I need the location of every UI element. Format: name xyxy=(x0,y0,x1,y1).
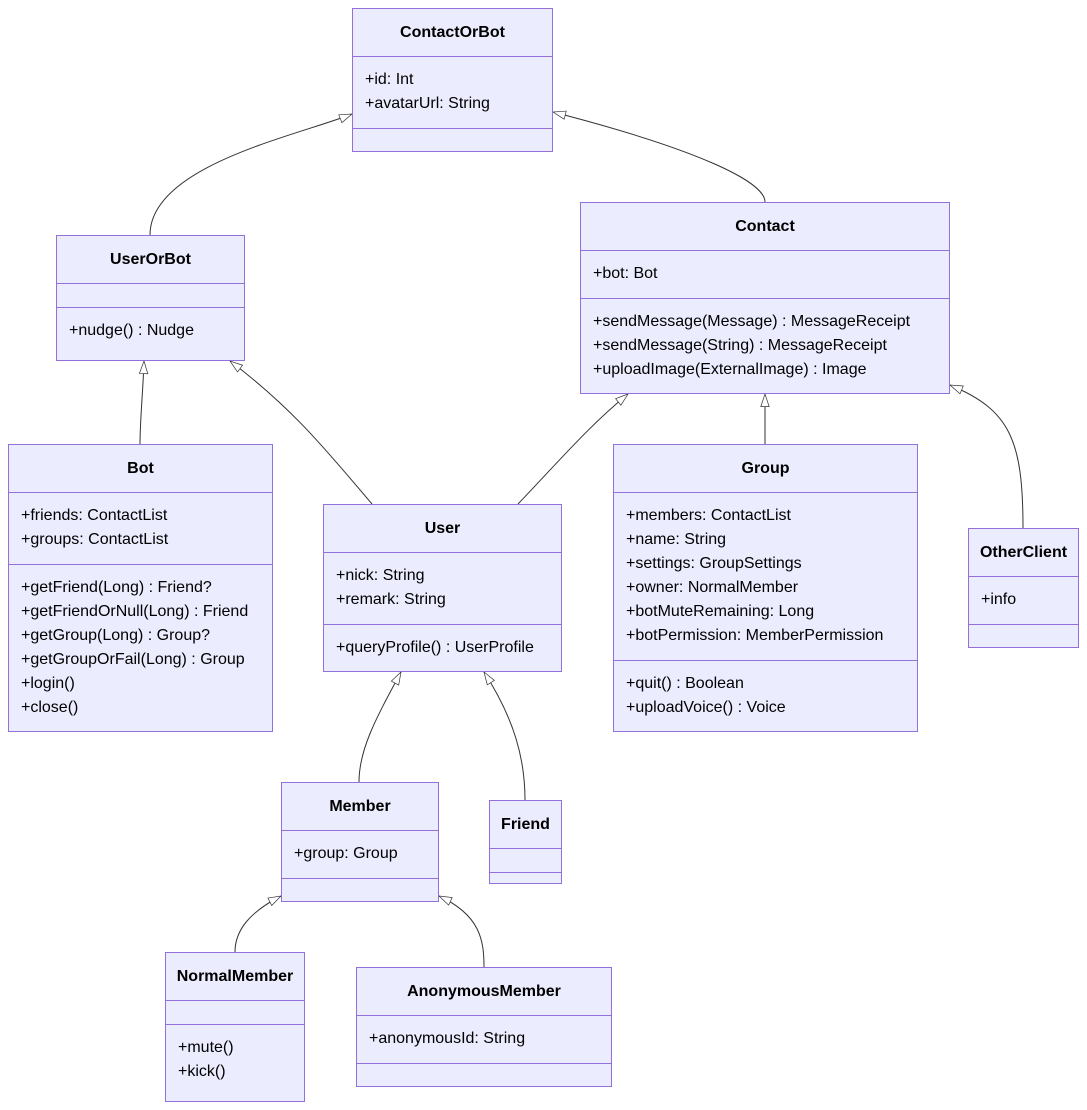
attribute: +nick: String xyxy=(336,567,425,584)
class-name: Group xyxy=(614,445,917,493)
method: +uploadVoice() : Voice xyxy=(626,699,786,716)
class-box-friend: Friend xyxy=(489,800,562,884)
attributes-section: +anonymousId: String xyxy=(357,1016,611,1064)
class-name: NormalMember xyxy=(166,953,304,1001)
inheritance-edge-user-to-user-or-bot xyxy=(229,360,373,505)
class-name: UserOrBot xyxy=(57,236,244,284)
attribute: +id: Int xyxy=(365,71,414,88)
methods-section: +mute() +kick() xyxy=(166,1025,304,1101)
methods-section xyxy=(353,129,552,151)
class-name: Contact xyxy=(581,203,949,251)
inheritance-edge-normal-member-to-member xyxy=(234,895,282,953)
method: +getGroupOrFail(Long) : Group xyxy=(21,651,245,668)
attributes-section: +nick: String +remark: String xyxy=(324,553,561,625)
class-name: Bot xyxy=(9,445,272,493)
inheritance-edge-friend-to-user xyxy=(483,671,526,801)
class-name: AnonymousMember xyxy=(357,968,611,1016)
method: +login() xyxy=(21,675,75,692)
inheritance-edge-user-to-contact xyxy=(517,393,629,505)
method: +sendMessage(String) : MessageReceipt xyxy=(593,337,887,354)
methods-section: +sendMessage(Message) : MessageReceipt +s… xyxy=(581,299,949,394)
attribute: +settings: GroupSettings xyxy=(626,555,802,572)
attributes-section xyxy=(57,284,244,308)
inheritance-edge-user-or-bot-to-contact-or-bot xyxy=(149,113,354,236)
class-box-user: User +nick: String +remark: String +queryPr… xyxy=(323,504,562,672)
attribute: +info xyxy=(981,591,1017,608)
class-box-other-client: OtherClient +info xyxy=(968,528,1079,648)
attribute: +anonymousId: String xyxy=(369,1030,526,1047)
class-box-contact: Contact +bot: Bot +sendMessage(Message) : … xyxy=(580,202,950,394)
inheritance-edge-anonymous-member-to-member xyxy=(437,895,485,968)
method: +nudge() : Nudge xyxy=(69,322,194,339)
class-name: User xyxy=(324,505,561,553)
attributes-section: +info xyxy=(969,577,1078,625)
attribute: +groups: ContactList xyxy=(21,531,169,548)
attributes-section: +bot: Bot xyxy=(581,251,949,299)
attribute: +botPermission: MemberPermission xyxy=(626,627,884,644)
inheritance-edge-bot-to-user-or-bot xyxy=(138,359,149,445)
attribute: +bot: Bot xyxy=(593,265,658,282)
method: +uploadImage(ExternalImage) : Image xyxy=(593,361,867,378)
attribute: +remark: String xyxy=(336,591,446,608)
methods-section xyxy=(282,879,438,901)
class-box-user-or-bot: UserOrBot +nudge() : Nudge xyxy=(56,235,245,361)
class-box-anonymous-member: AnonymousMember +anonymousId: String xyxy=(356,967,612,1087)
class-box-contact-or-bot: ContactOrBot +id: Int +avatarUrl: String xyxy=(352,8,553,152)
methods-section: +quit() : Boolean +uploadVoice() : Voice xyxy=(614,661,917,732)
method: +mute() xyxy=(178,1039,234,1056)
methods-section: +queryProfile() : UserProfile xyxy=(324,625,561,672)
method: +sendMessage(Message) : MessageReceipt xyxy=(593,313,911,330)
inheritance-edge-member-to-user xyxy=(358,671,402,783)
attributes-section: +friends: ContactList +groups: ContactLis… xyxy=(9,493,272,565)
class-box-normal-member: NormalMember +mute() +kick() xyxy=(165,952,305,1102)
attribute: +owner: NormalMember xyxy=(626,579,799,596)
method: +getGroup(Long) : Group? xyxy=(21,627,211,644)
method: +queryProfile() : UserProfile xyxy=(336,639,534,656)
attribute: +members: ContactList xyxy=(626,507,791,524)
attributes-section xyxy=(166,1001,304,1025)
class-name: OtherClient xyxy=(969,529,1078,577)
class-name: Member xyxy=(282,783,438,831)
attribute: +avatarUrl: String xyxy=(365,95,490,112)
attributes-section: +group: Group xyxy=(282,831,438,879)
attributes-section: +members: ContactList +name: String +setti… xyxy=(614,493,917,661)
methods-section xyxy=(969,625,1078,647)
inheritance-edge-other-client-to-contact xyxy=(948,384,1024,529)
class-name: Friend xyxy=(490,801,561,849)
attributes-section xyxy=(490,849,561,873)
class-box-group: Group+members: ContactList+name: String+… xyxy=(613,444,918,732)
method: +close() xyxy=(21,699,79,716)
attributes-section: +id: Int +avatarUrl: String xyxy=(353,57,552,129)
class-name: ContactOrBot xyxy=(353,9,552,57)
attribute: +friends: ContactList xyxy=(21,507,168,524)
methods-section xyxy=(357,1064,611,1086)
method: +kick() xyxy=(178,1063,226,1080)
class-box-bot: Bot +friends: ContactList +groups: Contact… xyxy=(8,444,273,732)
inheritance-edge-contact-to-contact-or-bot xyxy=(551,110,766,203)
attribute: +botMuteRemaining: Long xyxy=(626,603,815,620)
methods-section: +nudge() : Nudge xyxy=(57,308,244,360)
method: +getFriend(Long) : Friend? xyxy=(21,579,212,596)
method: +getFriendOrNull(Long) : Friend xyxy=(21,603,249,620)
class-box-member: Member +group: Group xyxy=(281,782,439,902)
attribute: +name: String xyxy=(626,531,727,548)
attribute: +group: Group xyxy=(294,845,398,862)
method: +quit() : Boolean xyxy=(626,675,744,692)
methods-section: +getFriend(Long) : Friend? +getFriendOrNu… xyxy=(9,565,272,732)
methods-section xyxy=(490,873,561,883)
